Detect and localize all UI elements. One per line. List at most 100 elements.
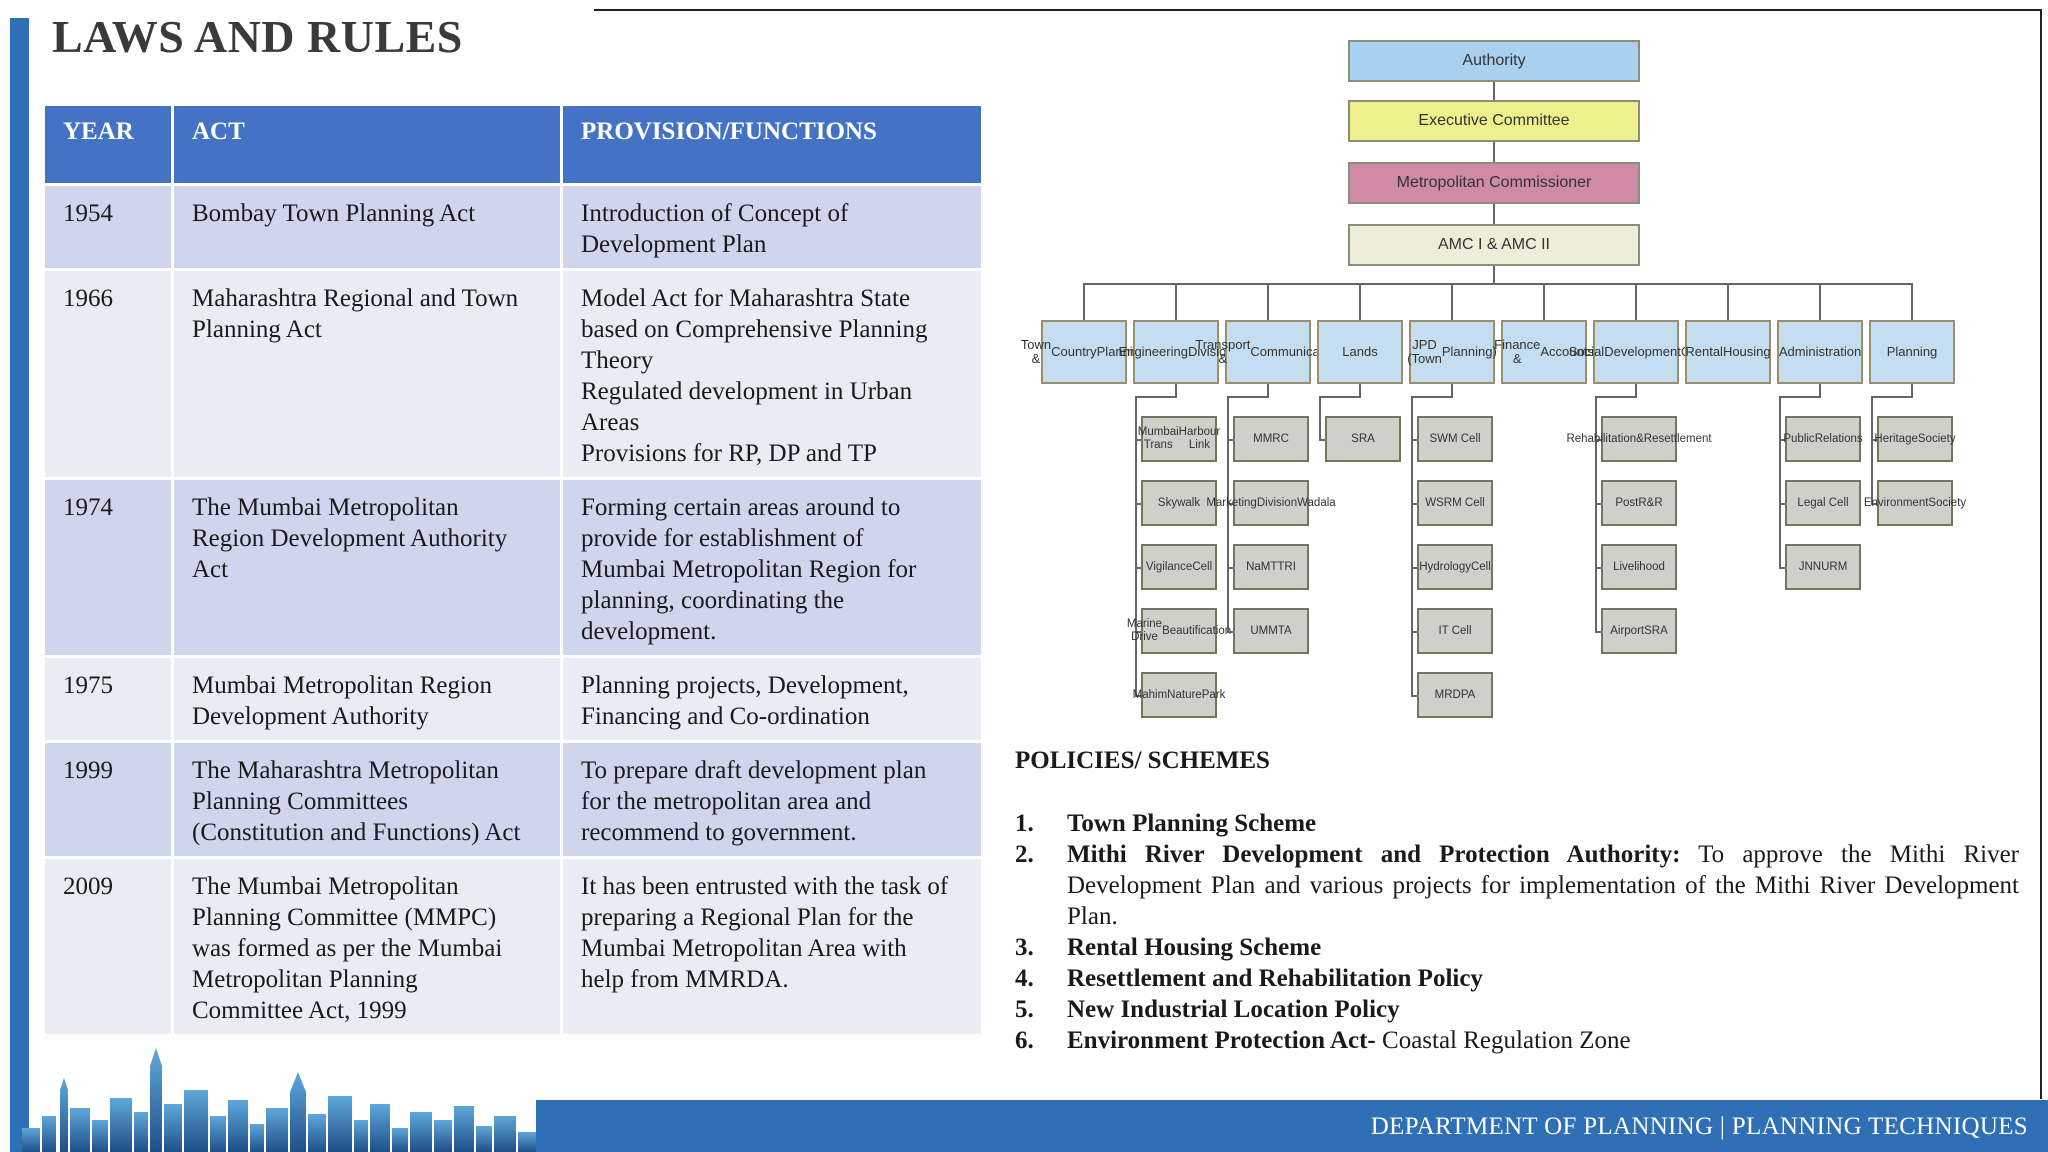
connector-line: [1911, 384, 1913, 396]
connector-line: [1779, 503, 1785, 505]
connector-line: [1635, 384, 1637, 396]
chart-box-text: Cell: [1470, 560, 1491, 573]
connector-line: [1411, 503, 1417, 505]
policy-item: 1.Town Planning Scheme: [1015, 808, 2019, 839]
act-line: Mumbai Metropolitan Region: [192, 672, 492, 699]
header-provision: PROVISION/FUNCTIONS: [563, 106, 981, 183]
provision-line: Development Plan: [581, 231, 767, 258]
act-line: Region Development Authority: [192, 525, 508, 552]
org-level-1: Authority: [1348, 40, 1640, 82]
org-level-3: Metropolitan Commissioner: [1348, 162, 1640, 204]
chart-box-text: Rental: [1685, 343, 1723, 359]
connector-line: [1493, 266, 1495, 283]
chart-box-text: Public: [1783, 432, 1815, 445]
top-divider-line: [594, 9, 2042, 11]
connector-line: [1411, 439, 1417, 441]
chart-box-text: Relations: [1814, 432, 1863, 445]
act-line: Maharashtra Regional and Town: [192, 285, 519, 312]
sub-unit-box: WSRM Cell: [1417, 480, 1493, 526]
policy-title: Town Planning Scheme: [1067, 810, 1317, 837]
footer-text: DEPARTMENT OF PLANNING | PLANNING TECHNI…: [1370, 1113, 2028, 1140]
policy-number: 5.: [1015, 996, 1034, 1023]
policy-title: New Industrial Location Policy: [1067, 996, 1400, 1023]
provision-line: Mumbai Metropolitan Area with: [581, 935, 907, 962]
policy-item: 2.Mithi River Development and Protection…: [1015, 839, 2019, 932]
chart-box-text: Housing: [1722, 343, 1771, 359]
connector-line: [1411, 396, 1453, 398]
connector-line: [1135, 439, 1141, 441]
chart-box-text: Transport &: [1195, 336, 1251, 366]
chart-box-text: Society: [1928, 496, 1967, 509]
act-line: The Mumbai Metropolitan: [192, 873, 459, 900]
sub-unit-box: Rehabilitation&Resettlement: [1566, 416, 1712, 462]
sub-unit-box: NaMTTRI: [1233, 544, 1309, 590]
policy-item: 6.Environment Protection Act- Coastal Re…: [1015, 1025, 2019, 1056]
cell-year: 1975: [45, 658, 171, 740]
policy-text: Resettlement and Rehabilitation Policy: [1067, 963, 2019, 994]
connector-line: [1175, 283, 1177, 320]
provision-line: Mumbai Metropolitan Region for: [581, 556, 917, 583]
chart-box-text: R&R: [1638, 496, 1663, 509]
connector-line: [1543, 283, 1545, 320]
act-line: was formed as per the Mumbai: [192, 935, 503, 962]
policy-description: Coastal Regulation Zone: [1375, 1027, 1631, 1054]
chart-box-text: UMMTA: [1250, 624, 1292, 637]
chart-box-text: Environment: [1863, 496, 1929, 509]
provision-line: Regulated development in Urban: [581, 378, 913, 405]
cell-year: 1974: [45, 480, 171, 655]
provision-line: for the metropolitan area and: [581, 788, 872, 815]
chart-box-text: Legal Cell: [1797, 496, 1849, 509]
connector-line: [1871, 396, 1873, 503]
provision-line: Planning projects, Development,: [581, 672, 909, 699]
connector-line: [1595, 439, 1601, 441]
org-level-4: AMC I & AMC II: [1348, 224, 1640, 266]
policy-text: New Industrial Location Policy: [1067, 994, 2019, 1025]
connector-line: [1319, 396, 1321, 439]
connector-line: [1227, 503, 1233, 505]
department-box: Lands: [1317, 320, 1403, 384]
sub-unit-box: Livelihood: [1601, 544, 1677, 590]
policy-description: To approve the Mithi River Development P…: [1067, 841, 2019, 930]
provision-line: Introduction of Concept of: [581, 200, 849, 227]
connector-line: [1135, 695, 1141, 697]
provision-line: Theory: [581, 347, 654, 374]
sub-unit-box: SWM Cell: [1417, 416, 1493, 462]
connector-line: [1135, 396, 1137, 695]
chart-box-text: SRA: [1644, 624, 1668, 637]
provision-line: It has been entrusted with the task of: [581, 873, 949, 900]
chart-box-text: Marketing: [1206, 496, 1257, 509]
sub-unit-box: IT Cell: [1417, 608, 1493, 654]
sub-unit-box: Skywalk: [1141, 480, 1217, 526]
chart-box-text: Society: [1917, 432, 1956, 445]
city-skyline-image: [22, 1048, 540, 1152]
connector-line: [1493, 82, 1495, 100]
cell-year: 1999: [45, 743, 171, 856]
chart-box-text: Planning): [1441, 343, 1497, 359]
chart-box-text: Marine Drive: [1126, 618, 1163, 643]
chart-box-text: WSRM Cell: [1425, 496, 1485, 509]
policy-text: Mithi River Development and Protection A…: [1067, 839, 2019, 932]
chart-box-text: SRA: [1351, 432, 1375, 445]
connector-line: [1635, 283, 1637, 320]
chart-box-text: Mahim: [1132, 688, 1168, 701]
department-box: Administration: [1777, 320, 1863, 384]
connector-line: [1319, 396, 1361, 398]
table-header-row: YEAR ACT PROVISION/FUNCTIONS: [45, 106, 981, 183]
header-year: YEAR: [45, 106, 171, 183]
policy-text: Environment Protection Act- Coastal Regu…: [1067, 1025, 2019, 1056]
chart-box-text: Division: [1187, 343, 1234, 359]
connector-line: [1227, 439, 1233, 441]
